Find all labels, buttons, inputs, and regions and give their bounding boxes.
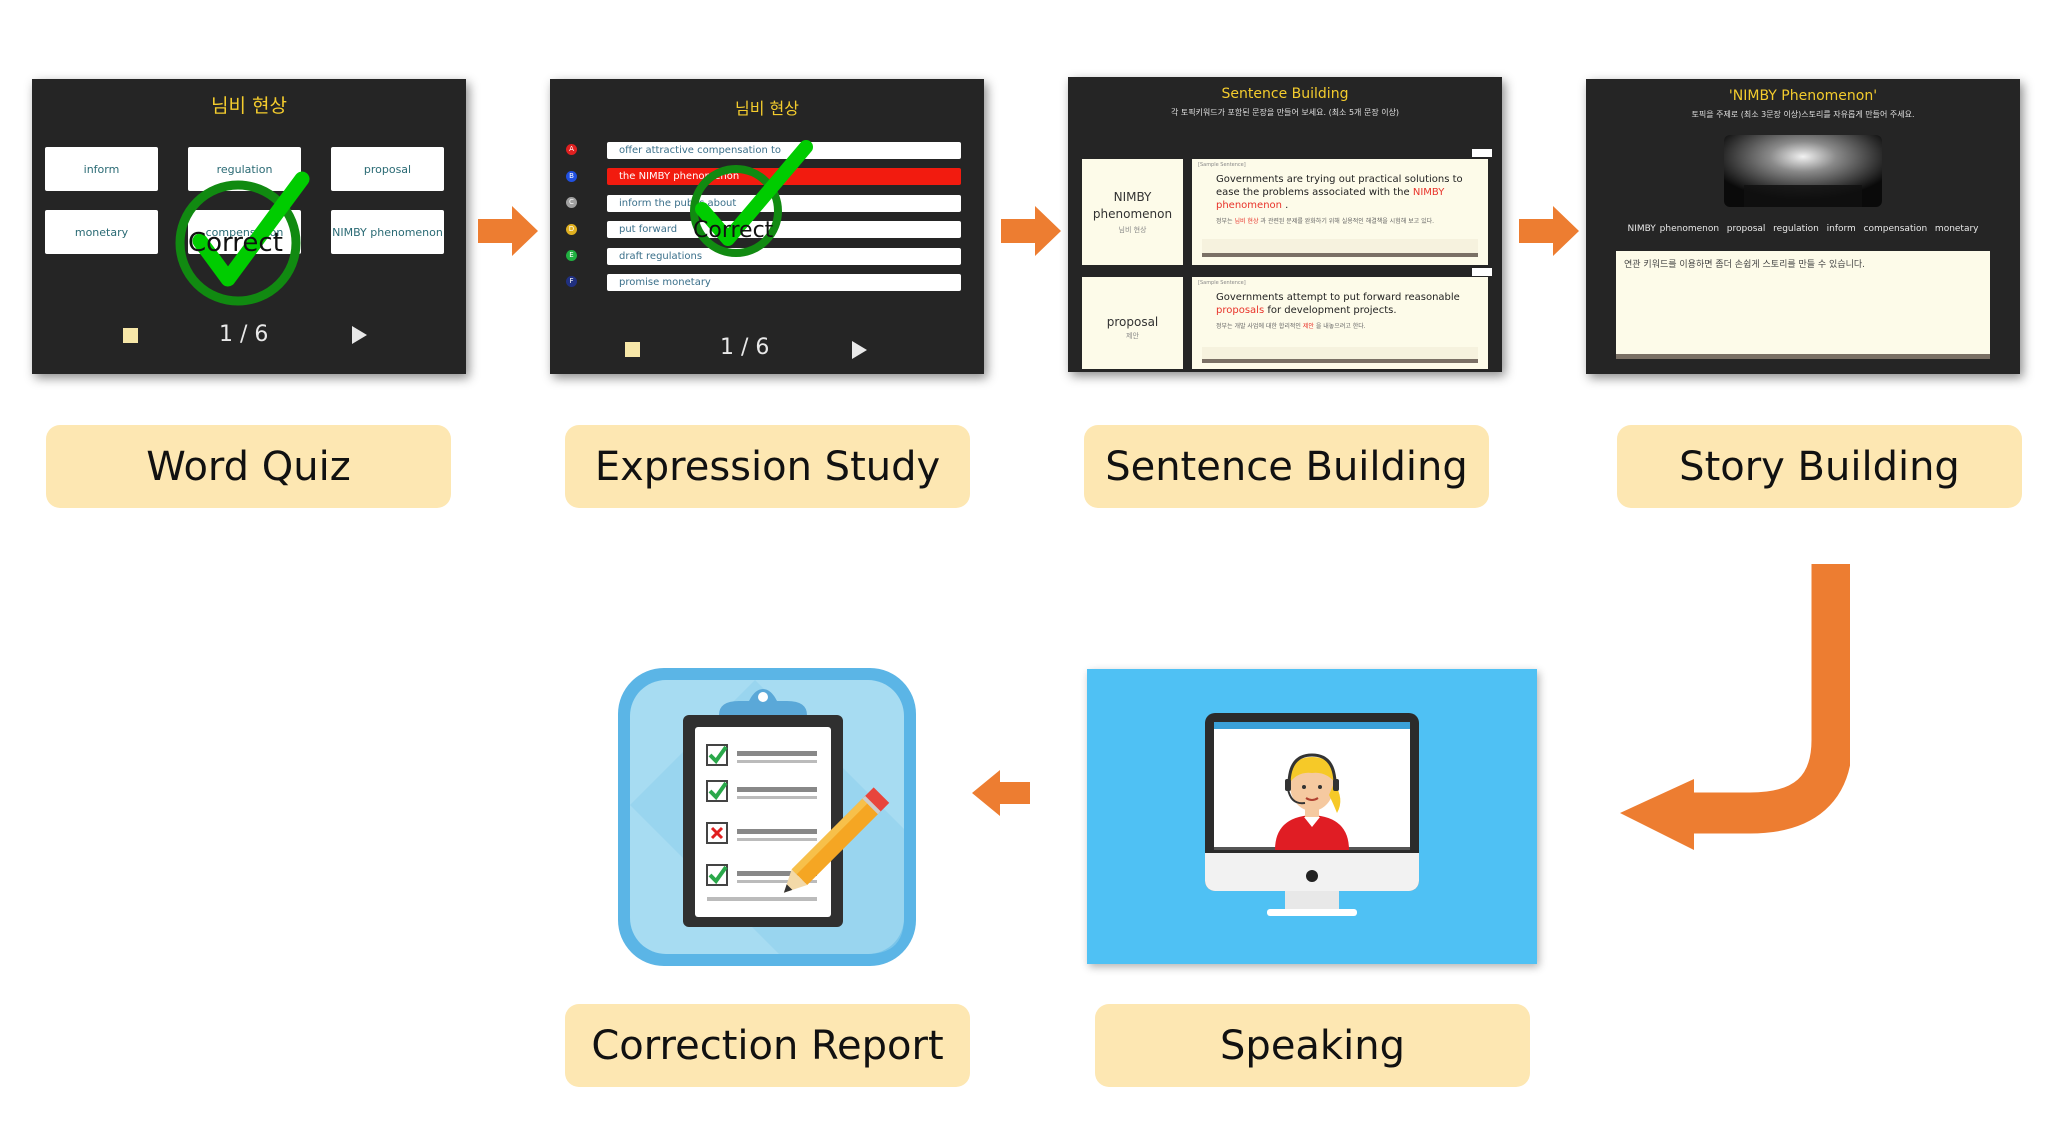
video-call-monitor-icon: [1205, 713, 1419, 916]
keyword-box: proposal 제안: [1082, 277, 1183, 369]
story-keyword: regulation: [1773, 224, 1819, 234]
keyword-highlight: NIMBY phenomenon: [1216, 187, 1445, 211]
right-arrow-icon: [1519, 206, 1579, 256]
step-label-speaking: Speaking: [1095, 1004, 1530, 1087]
correct-check-icon: [690, 140, 813, 257]
option-row[interactable]: promise monetary: [607, 274, 961, 291]
auditorium-image: [1724, 135, 1882, 207]
correct-check-icon: [175, 171, 310, 306]
keyword-highlight: proposals: [1216, 305, 1265, 316]
story-textarea[interactable]: 연관 키워드를 이용하면 좀더 손쉽게 스토리를 만들 수 있습니다.: [1616, 251, 1990, 359]
delete-button[interactable]: [1472, 268, 1492, 276]
story-keyword: monetary: [1934, 224, 1979, 234]
step-label-word-quiz: Word Quiz: [46, 425, 451, 508]
story-building-panel: 'NIMBY Phenomenon' 토픽을 주제로 (최소 3문장 이상)스토…: [1586, 79, 2020, 374]
option-letter-d: D: [566, 224, 577, 235]
option-row[interactable]: draft regulations: [607, 248, 961, 265]
right-arrow-icon: [1001, 206, 1061, 256]
option-letter-a: A: [566, 144, 577, 155]
expression-study-panel: 님비 현상 A offer attractive compensation to…: [550, 79, 984, 374]
option-letter-e: E: [566, 250, 577, 261]
step-label-story-building: Story Building: [1617, 425, 2022, 508]
story-keyword-list: NIMBY phenomenon proposal regulation inf…: [1586, 224, 2020, 234]
story-keyword: inform: [1826, 224, 1856, 234]
option-letter-f: F: [566, 276, 577, 287]
story-instruction: 토픽을 주제로 (최소 3문장 이상)스토리를 자유롭게 만들어 주세요.: [1691, 110, 1915, 119]
stop-button[interactable]: [123, 328, 138, 343]
page-indicator: 1 / 6: [219, 322, 269, 347]
sentence-building-panel: Sentence Building 각 토픽키워드가 포함된 문장을 만들어 보…: [1068, 77, 1502, 372]
sample-sentence-box: [Sample Sentence] Governments attempt to…: [1192, 277, 1488, 369]
keyword-text: NIMBY phenomenon: [1092, 190, 1173, 221]
left-arrow-icon: [972, 770, 1030, 816]
sample-sentence: Governments attempt to put forward reaso…: [1216, 292, 1460, 316]
option-letter-b: B: [566, 171, 577, 182]
story-placeholder: 연관 키워드를 이용하면 좀더 손쉽게 스토리를 만들 수 있습니다.: [1624, 260, 1866, 270]
expression-title: 님비 현상: [735, 99, 799, 118]
sentence-instruction: 각 토픽키워드가 포함된 문장을 만들어 보세요. (최소 5개 문장 이상): [1170, 108, 1400, 117]
sample-tag: [Sample Sentence]: [1198, 280, 1246, 286]
speaking-panel: [1087, 669, 1537, 964]
sample-translation: 정부는 님비 현상 과 관련된 문제를 완화하기 위해 실용적인 해결책을 시험…: [1216, 218, 1435, 225]
story-keyword: compensation: [1863, 224, 1928, 234]
correct-overlay-text: Correct: [188, 228, 283, 258]
page-indicator: 1 / 6: [720, 335, 770, 360]
option-letter-c: C: [566, 197, 577, 208]
word-card[interactable]: monetary: [45, 210, 158, 254]
keyword-korean: 제안: [1126, 332, 1139, 340]
word-quiz-panel: 님비 현상 inform regulation proposal monetar…: [32, 79, 466, 374]
option-row[interactable]: offer attractive compensation to: [607, 142, 961, 159]
sentence-title: Sentence Building: [1221, 86, 1349, 102]
step-label-expression-study: Expression Study: [565, 425, 970, 508]
story-keyword: proposal: [1726, 224, 1766, 234]
story-title: 'NIMBY Phenomenon': [1728, 88, 1878, 104]
correct-overlay-text: Correct: [693, 218, 774, 243]
answer-input[interactable]: [1202, 347, 1478, 363]
curved-arrow-icon: [1620, 564, 1850, 850]
keyword-box: NIMBY phenomenon 님비 현상: [1082, 159, 1183, 265]
keyword-korean: 님비 현상: [1118, 226, 1147, 234]
sample-tag: [Sample Sentence]: [1198, 162, 1246, 168]
word-quiz-title: 님비 현상: [211, 95, 287, 117]
stop-button[interactable]: [625, 342, 640, 357]
step-label-correction-report: Correction Report: [565, 1004, 970, 1087]
story-keyword: NIMBY phenomenon: [1627, 224, 1720, 234]
sample-sentence: Governments are trying out practical sol…: [1216, 174, 1463, 211]
answer-input[interactable]: [1202, 239, 1478, 257]
clipboard-checklist-icon: [618, 668, 916, 966]
word-card[interactable]: proposal: [331, 147, 444, 191]
word-card[interactable]: NIMBY phenomenon: [331, 210, 444, 254]
word-card[interactable]: inform: [45, 147, 158, 191]
keyword-text: proposal: [1106, 315, 1159, 329]
step-label-sentence-building: Sentence Building: [1084, 425, 1489, 508]
sample-sentence-box: [Sample Sentence] Governments are trying…: [1192, 159, 1488, 265]
next-button[interactable]: [352, 326, 367, 344]
right-arrow-icon: [478, 206, 538, 256]
next-button[interactable]: [852, 341, 867, 359]
sample-translation: 정부는 개발 사업에 대한 합리적인 제안 을 내놓으려고 한다.: [1216, 323, 1366, 330]
delete-button[interactable]: [1472, 149, 1492, 157]
